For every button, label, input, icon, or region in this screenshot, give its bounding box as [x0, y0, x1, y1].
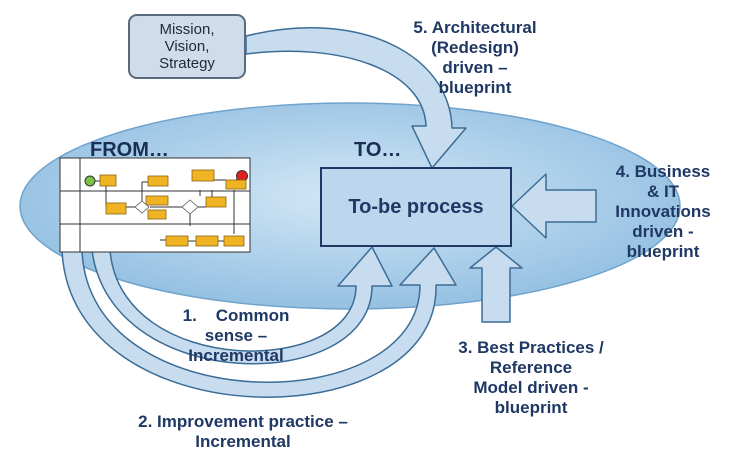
process-task [145, 195, 169, 206]
to-be-process-box: To-be process [320, 167, 512, 247]
process-task [147, 209, 167, 220]
process-task [205, 196, 227, 208]
to-be-process-label: To-be process [348, 195, 484, 218]
approach-4-label: 4. Business & IT Innovations driven - bl… [615, 162, 711, 261]
arrow-common-sense [91, 246, 393, 365]
process-task [147, 175, 169, 187]
mission-line: Mission, [159, 21, 215, 38]
mission-vision-strategy-box: Mission, Vision, Strategy [128, 14, 246, 79]
arrow-architectural [245, 27, 467, 169]
arrow-best-practices [469, 246, 523, 323]
process-task [223, 235, 245, 247]
process-task [99, 174, 117, 187]
approach-3-label: 3. Best Practices / Reference Model driv… [458, 338, 604, 417]
approach-2-label: 2. Improvement practice – Incremental [138, 412, 348, 451]
start-event [84, 175, 96, 187]
gateway [181, 199, 199, 215]
from-label: FROM… [90, 139, 169, 161]
process-task [191, 169, 215, 182]
approach-1-label: 1. Common sense – Incremental [182, 306, 290, 365]
svg-text:.: . [69, 173, 70, 178]
approach-5-label: 5. Architectural (Redesign) driven – blu… [413, 18, 537, 97]
process-task [105, 202, 127, 215]
gateway [134, 200, 150, 214]
to-label: TO… [354, 139, 402, 161]
as-is-process-diagram: . [59, 157, 251, 253]
process-task [195, 235, 219, 247]
vision-line: Vision, [164, 38, 210, 55]
process-task [225, 179, 247, 190]
arrow-business-it [511, 173, 597, 239]
process-task [165, 235, 189, 247]
strategy-line: Strategy [159, 55, 215, 72]
arrow-improvement-practice [61, 247, 457, 398]
